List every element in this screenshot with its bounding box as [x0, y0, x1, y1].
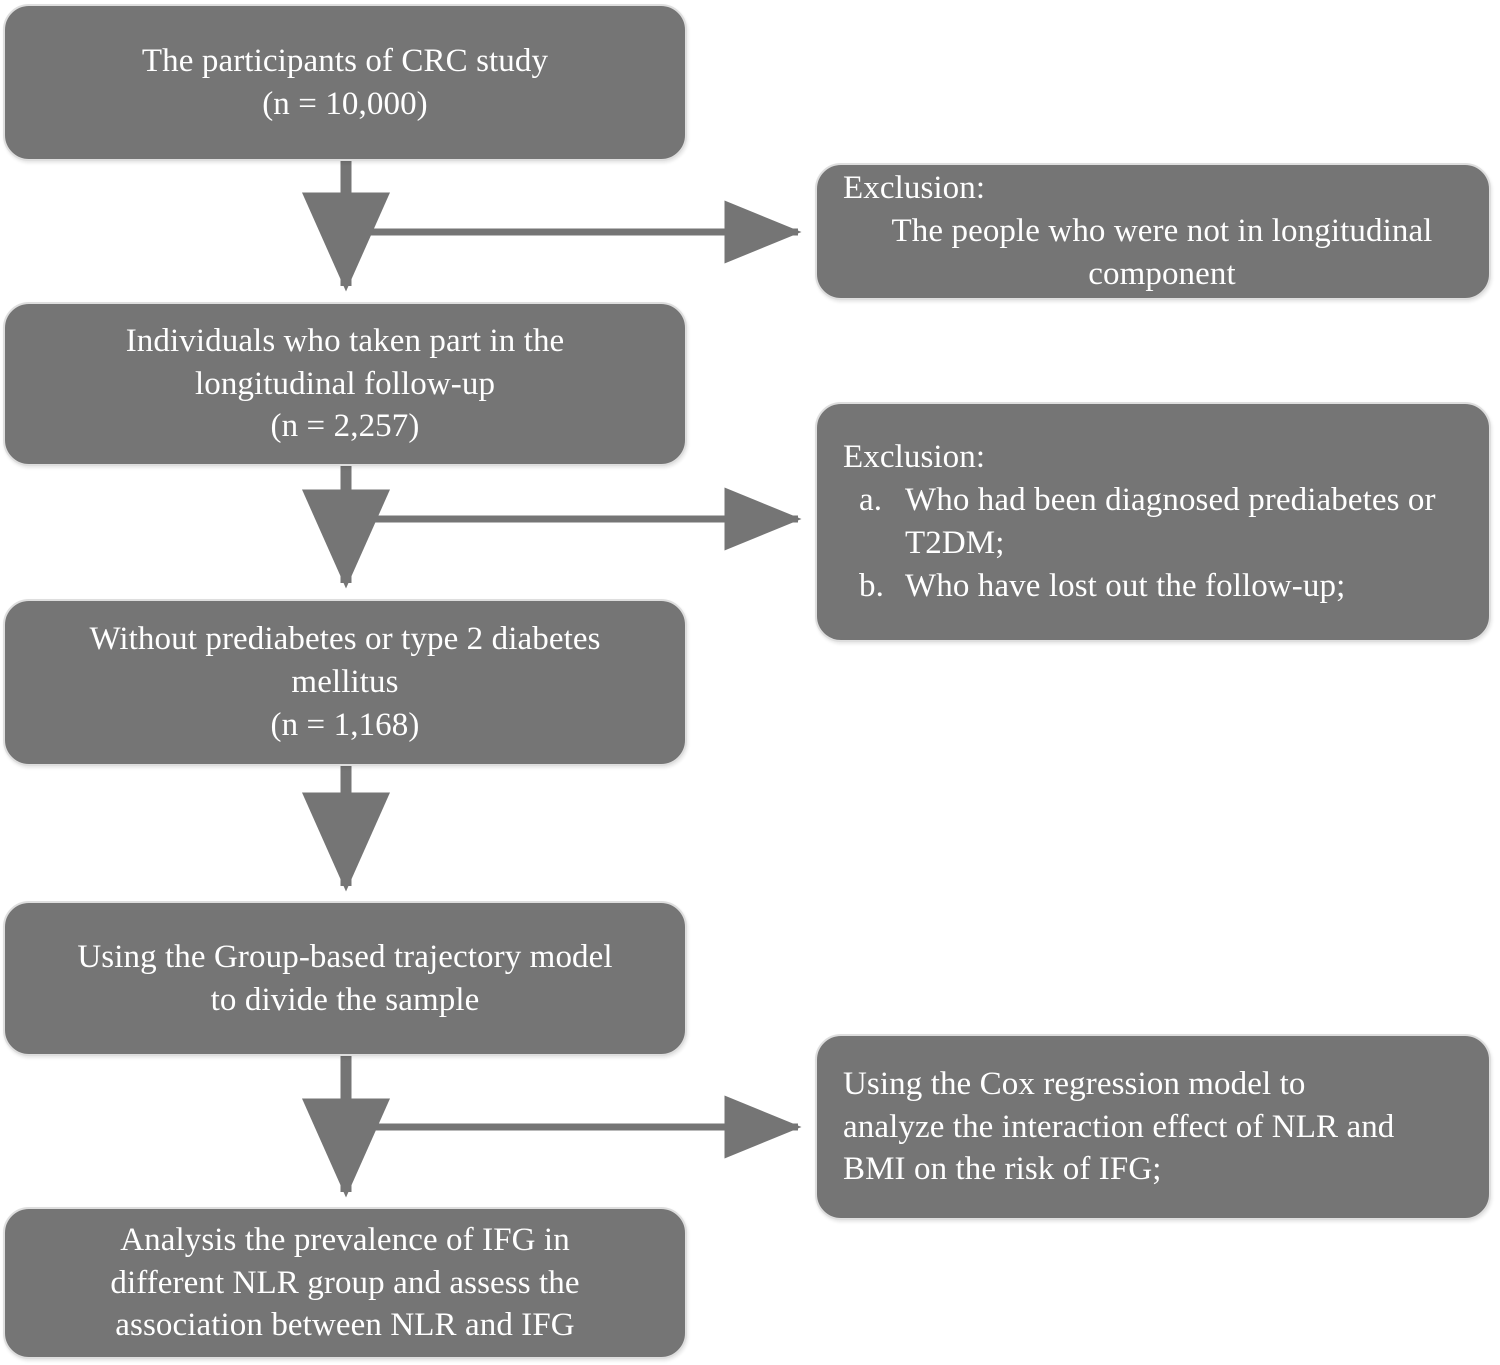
- node-analysis-line1: Analysis the prevalence of IFG in: [120, 1221, 570, 1258]
- node-longitudinal-count: (n = 2,257): [270, 408, 420, 445]
- node-without-diabetes-count: (n = 1,168): [270, 706, 420, 743]
- node-cox-line3: BMI on the risk of IFG;: [843, 1151, 1162, 1188]
- node-without-diabetes-line1: Without prediabetes or type 2 diabetes: [89, 621, 601, 658]
- node-participants[interactable]: The participants of CRC study (n = 10,00…: [3, 4, 687, 161]
- node-longitudinal-line2: longitudinal follow-up: [194, 365, 496, 402]
- exclusion-two-item-a: a. Who had been diagnosed prediabetes or…: [843, 479, 1463, 565]
- node-cox-regression[interactable]: Using the Cox regression model to analyz…: [815, 1034, 1491, 1220]
- exclusion-two-item-b-marker: b.: [859, 567, 884, 604]
- node-longitudinal-followup[interactable]: Individuals who taken part in the longit…: [3, 302, 687, 466]
- node-participants-line1: The participants of CRC study: [141, 42, 549, 79]
- node-analysis-line2: different NLR group and assess the: [110, 1264, 580, 1301]
- node-analysis-line3: association between NLR and IFG: [115, 1307, 575, 1344]
- node-analysis-prevalence[interactable]: Analysis the prevalence of IFG in differ…: [3, 1207, 687, 1359]
- exclusion-one-heading: Exclusion:: [843, 170, 986, 207]
- exclusion-two-list: a. Who had been diagnosed prediabetes or…: [843, 479, 1463, 608]
- exclusion-two-item-b: b. Who have lost out the follow-up;: [843, 565, 1463, 608]
- node-longitudinal-line1: Individuals who taken part in the: [125, 322, 565, 359]
- exclusion-one-body: The people who were not in longitudinal …: [891, 213, 1433, 292]
- node-without-diabetes[interactable]: Without prediabetes or type 2 diabetes m…: [3, 599, 687, 766]
- node-cox-line2: analyze the interaction effect of NLR an…: [843, 1108, 1395, 1145]
- exclusion-two-item-a-text: Who had been diagnosed prediabetes or T2…: [905, 482, 1436, 561]
- node-without-diabetes-line2: mellitus: [291, 664, 399, 701]
- node-cox-line1: Using the Cox regression model to: [843, 1065, 1306, 1102]
- node-exclusion-one[interactable]: Exclusion: The people who were not in lo…: [815, 163, 1491, 300]
- node-exclusion-two[interactable]: Exclusion: a. Who had been diagnosed pre…: [815, 402, 1491, 642]
- node-participants-count: (n = 10,000): [262, 85, 428, 122]
- node-trajectory-line1: Using the Group-based trajectory model: [77, 938, 613, 975]
- node-trajectory-line2: to divide the sample: [210, 981, 480, 1018]
- node-trajectory-model[interactable]: Using the Group-based trajectory model t…: [3, 901, 687, 1056]
- exclusion-two-item-b-text: Who have lost out the follow-up;: [905, 567, 1346, 604]
- exclusion-two-item-a-marker: a.: [859, 482, 883, 519]
- exclusion-two-heading: Exclusion:: [843, 439, 986, 476]
